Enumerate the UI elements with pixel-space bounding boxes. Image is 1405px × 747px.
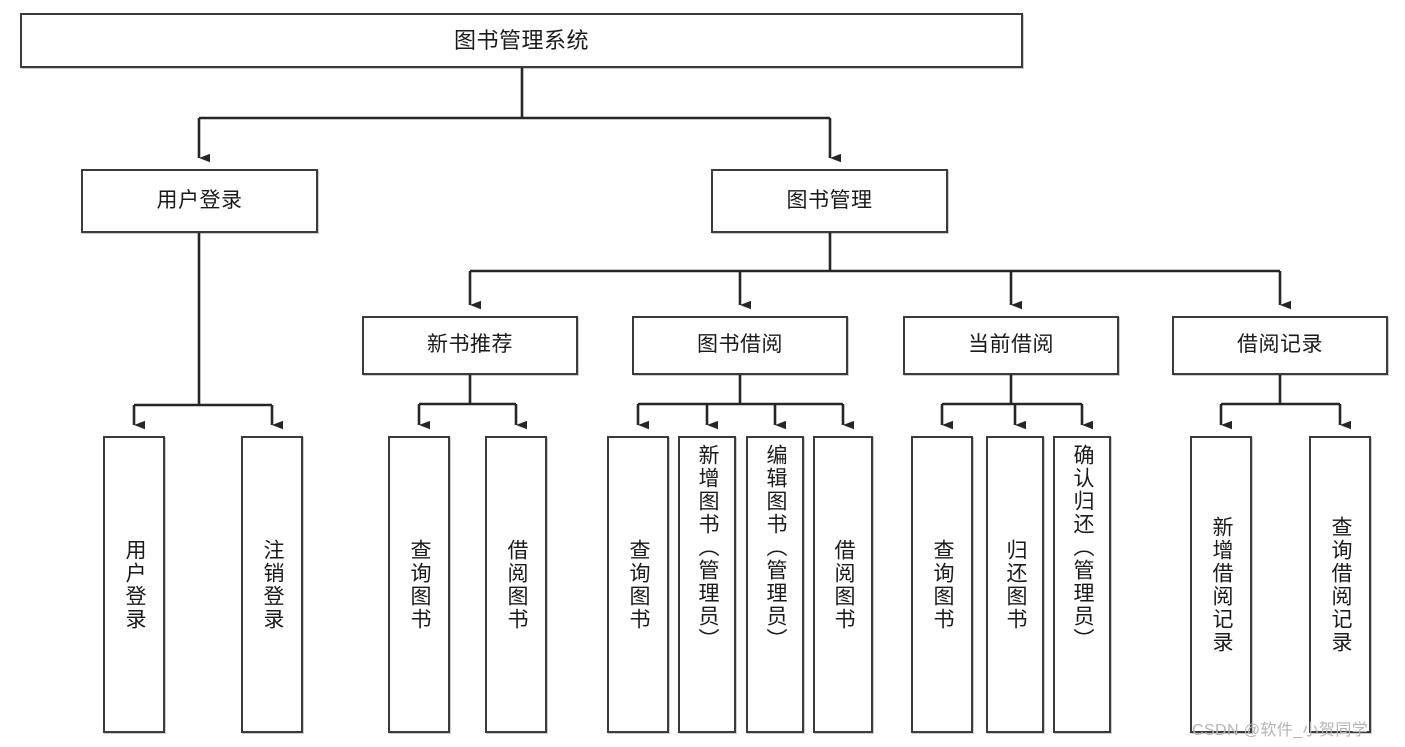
node-leaf-query-borrow-record-label: 查询借阅记录 <box>1329 515 1353 654</box>
node-leaf-query-book-2[interactable]: 查询图书 <box>607 436 669 733</box>
node-leaf-query-borrow-record[interactable]: 查询借阅记录 <box>1309 436 1371 733</box>
node-leaf-confirm-return-admin[interactable]: 确认归还（管理员） <box>1053 436 1111 733</box>
node-book-manage[interactable]: 图书管理 <box>711 169 948 233</box>
node-leaf-add-book-admin[interactable]: 新增图书（管理员） <box>678 436 736 733</box>
node-leaf-add-book-admin-label: 新增图书（管理员） <box>696 444 720 651</box>
node-user-login-label: 用户登录 <box>156 188 243 212</box>
node-leaf-edit-book-admin[interactable]: 编辑图书（管理员） <box>746 436 804 733</box>
node-leaf-borrow-book-2[interactable]: 借阅图书 <box>813 436 873 733</box>
node-leaf-add-borrow-record[interactable]: 新增借阅记录 <box>1190 436 1252 733</box>
node-leaf-query-book-2-label: 查询图书 <box>627 538 651 631</box>
node-user-login[interactable]: 用户登录 <box>81 169 318 233</box>
node-current-borrow[interactable]: 当前借阅 <box>903 316 1119 375</box>
node-new-book-recommend[interactable]: 新书推荐 <box>362 316 578 375</box>
node-leaf-logout-login-label: 注销登录 <box>261 538 285 631</box>
node-leaf-add-borrow-record-label: 新增借阅记录 <box>1210 515 1234 654</box>
node-leaf-query-book-3[interactable]: 查询图书 <box>911 436 973 733</box>
node-leaf-confirm-return-admin-label: 确认归还（管理员） <box>1071 444 1095 651</box>
csdn-watermark: CSDN @软件_小贺同学 <box>1192 722 1369 739</box>
node-leaf-user-login[interactable]: 用户登录 <box>103 436 165 733</box>
node-root-label: 图书管理系统 <box>453 27 589 53</box>
node-new-book-recommend-label: 新书推荐 <box>427 333 513 357</box>
node-leaf-user-login-label: 用户登录 <box>123 538 147 631</box>
node-leaf-borrow-book-1[interactable]: 借阅图书 <box>485 436 547 733</box>
node-leaf-query-book-3-label: 查询图书 <box>931 538 955 631</box>
node-leaf-borrow-book-1-label: 借阅图书 <box>505 538 529 631</box>
node-leaf-return-book[interactable]: 归还图书 <box>986 436 1044 733</box>
node-book-borrow[interactable]: 图书借阅 <box>632 316 848 375</box>
node-leaf-query-book-1[interactable]: 查询图书 <box>388 436 450 733</box>
node-leaf-logout-login[interactable]: 注销登录 <box>241 436 303 733</box>
node-leaf-borrow-book-2-label: 借阅图书 <box>832 538 856 631</box>
node-borrow-record[interactable]: 借阅记录 <box>1172 316 1388 375</box>
node-leaf-query-book-1-label: 查询图书 <box>408 538 432 631</box>
node-book-manage-label: 图书管理 <box>786 188 873 212</box>
node-book-borrow-label: 图书借阅 <box>697 333 783 357</box>
node-leaf-return-book-label: 归还图书 <box>1004 538 1028 631</box>
node-current-borrow-label: 当前借阅 <box>968 333 1054 357</box>
node-root[interactable]: 图书管理系统 <box>20 13 1023 68</box>
node-leaf-edit-book-admin-label: 编辑图书（管理员） <box>764 444 788 651</box>
node-borrow-record-label: 借阅记录 <box>1237 333 1323 357</box>
